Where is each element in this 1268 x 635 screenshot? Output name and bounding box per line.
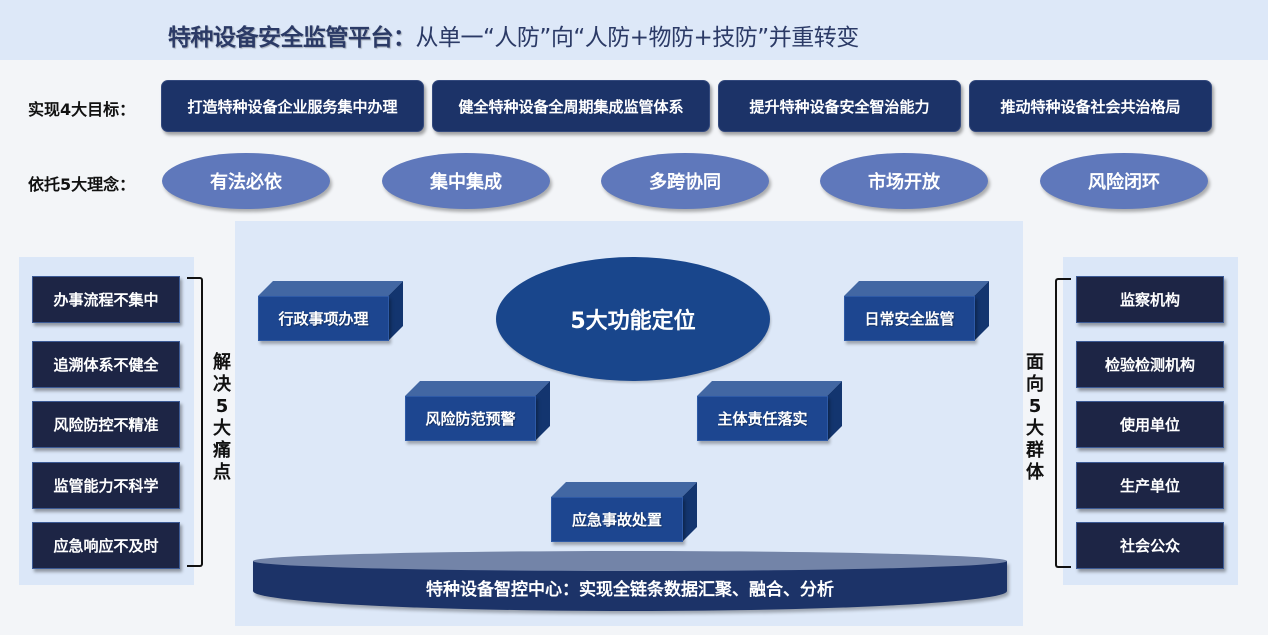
function-box: 日常安全监管 — [844, 281, 989, 341]
goal-item: 提升特种设备安全智治能力 — [718, 80, 961, 132]
label-char: 大 — [213, 418, 231, 439]
function-label: 风险防范预警 — [405, 396, 536, 441]
core-function-ellipse: 5大功能定位 — [496, 257, 770, 381]
concept-ellipse: 多跨协同 — [601, 153, 769, 209]
platform-top — [253, 551, 1007, 571]
group-item: 生产单位 — [1076, 462, 1224, 509]
group-item: 监察机构 — [1076, 276, 1224, 323]
bracket-right — [1055, 278, 1071, 568]
function-label: 应急事故处置 — [551, 497, 683, 542]
page-title: 特种设备安全监管平台：从单一“人防”向“人防+物防+技防”并重转变 — [168, 18, 859, 52]
concept-ellipse: 风险闭环 — [1040, 153, 1208, 209]
box-3d-shape — [551, 482, 697, 542]
pain-point-item: 办事流程不集中 — [32, 276, 180, 323]
box-3d-shape — [844, 281, 989, 341]
concept-ellipse: 集中集成 — [382, 153, 550, 209]
label-char: 痛 — [213, 440, 231, 461]
label-char: 向 — [1026, 374, 1044, 395]
label-char: 5 — [215, 396, 229, 417]
goal-item: 打造特种设备企业服务集中办理 — [161, 80, 424, 132]
function-box: 主体责任落实 — [697, 381, 842, 441]
goals-label: 实现4大目标： — [28, 100, 136, 119]
label-char: 决 — [213, 374, 231, 395]
group-item: 使用单位 — [1076, 401, 1224, 448]
function-label: 日常安全监管 — [844, 296, 975, 341]
platform-label: 特种设备智控中心：实现全链条数据汇聚、融合、分析 — [426, 579, 834, 600]
concepts-label: 依托5大理念： — [28, 175, 136, 194]
function-label: 行政事项办理 — [258, 296, 389, 341]
pain-point-item: 应急响应不及时 — [32, 522, 180, 569]
title-rest: 从单一“人防”向“人防+物防+技防”并重转变 — [415, 25, 860, 51]
label-char: 体 — [1026, 462, 1044, 483]
label-char: 点 — [213, 462, 231, 483]
groups-vertical-label: 面 向 5 大 群 体 — [1023, 352, 1047, 484]
pain-point-item: 追溯体系不健全 — [32, 341, 180, 388]
goal-item: 健全特种设备全周期集成监管体系 — [432, 80, 710, 132]
box-3d-shape — [258, 281, 403, 341]
pain-point-item: 风险防控不精准 — [32, 401, 180, 448]
box-3d-shape — [405, 381, 550, 441]
group-item: 检验检测机构 — [1076, 341, 1224, 388]
label-char: 群 — [1026, 440, 1044, 461]
control-center-platform: 特种设备智控中心：实现全链条数据汇聚、融合、分析 — [253, 551, 1007, 621]
function-label: 主体责任落实 — [697, 396, 828, 441]
label-char: 面 — [1026, 352, 1044, 373]
box-3d-shape — [697, 381, 842, 441]
label-char: 大 — [1026, 418, 1044, 439]
function-box: 风险防范预警 — [405, 381, 550, 441]
concept-ellipse: 有法必依 — [162, 153, 330, 209]
group-item: 社会公众 — [1076, 522, 1224, 569]
function-box: 行政事项办理 — [258, 281, 403, 341]
concept-ellipse: 市场开放 — [820, 153, 988, 209]
pain-point-item: 监管能力不科学 — [32, 462, 180, 509]
label-char: 解 — [213, 352, 231, 373]
title-bar: 特种设备安全监管平台：从单一“人防”向“人防+物防+技防”并重转变 — [0, 0, 1268, 60]
label-char: 5 — [1028, 396, 1042, 417]
function-box: 应急事故处置 — [551, 482, 697, 542]
pain-points-vertical-label: 解 决 5 大 痛 点 — [210, 352, 234, 484]
goal-item: 推动特种设备社会共治格局 — [969, 80, 1212, 132]
bracket-left — [187, 277, 203, 567]
title-bold: 特种设备安全监管平台： — [168, 25, 416, 51]
